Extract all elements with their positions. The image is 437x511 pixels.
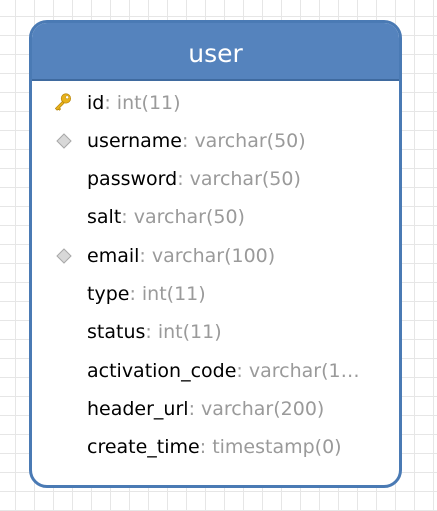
field-name: status — [87, 321, 146, 343]
field-text: status: int(11) — [87, 320, 385, 344]
field-row-id[interactable]: id: int(11) — [32, 84, 399, 122]
field-text: header_url: varchar(200) — [87, 397, 385, 421]
field-type: : varchar(200) — [188, 398, 325, 420]
field-text: activation_code: varchar(1… — [87, 359, 385, 383]
field-type: : int(11) — [104, 92, 181, 114]
field-text: username: varchar(50) — [87, 129, 385, 153]
diamond-icon — [54, 131, 74, 151]
field-name: username — [87, 130, 182, 152]
field-row-salt[interactable]: salt: varchar(50) — [32, 198, 399, 236]
field-text: password: varchar(50) — [87, 167, 385, 191]
entity-user[interactable]: user id: int(11) username: varchar(50) p… — [29, 20, 402, 488]
field-row-create-time[interactable]: create_time: timestamp(0) — [32, 428, 399, 466]
entity-header[interactable]: user — [32, 23, 399, 81]
field-row-header-url[interactable]: header_url: varchar(200) — [32, 390, 399, 428]
field-name: header_url — [87, 398, 189, 420]
field-row-activation-code[interactable]: activation_code: varchar(1… — [32, 352, 399, 390]
field-name: id — [87, 92, 105, 114]
field-text: email: varchar(100) — [87, 244, 385, 268]
field-row-username[interactable]: username: varchar(50) — [32, 122, 399, 160]
field-type: : varchar(50) — [177, 168, 301, 190]
field-row-password[interactable]: password: varchar(50) — [32, 160, 399, 198]
field-text: salt: varchar(50) — [87, 205, 385, 229]
entity-title: user — [188, 38, 243, 68]
field-name: create_time — [87, 436, 200, 458]
field-name: password — [87, 168, 178, 190]
field-name: type — [87, 283, 130, 305]
field-type: : varchar(1… — [236, 360, 360, 382]
field-type: : varchar(100) — [139, 245, 276, 267]
field-type: : timestamp(0) — [199, 436, 342, 458]
field-name: salt — [87, 206, 122, 228]
field-name: email — [87, 245, 140, 267]
field-type: : int(11) — [145, 321, 222, 343]
field-text: type: int(11) — [87, 282, 385, 306]
key-icon — [54, 93, 74, 113]
field-type: : varchar(50) — [182, 130, 306, 152]
field-text: create_time: timestamp(0) — [87, 435, 385, 459]
field-type: : varchar(50) — [121, 206, 245, 228]
field-row-email[interactable]: email: varchar(100) — [32, 237, 399, 275]
field-row-status[interactable]: status: int(11) — [32, 313, 399, 351]
field-type: : int(11) — [129, 283, 206, 305]
field-name: activation_code — [87, 360, 237, 382]
field-text: id: int(11) — [87, 91, 385, 115]
diamond-icon — [54, 246, 74, 266]
field-row-type[interactable]: type: int(11) — [32, 275, 399, 313]
